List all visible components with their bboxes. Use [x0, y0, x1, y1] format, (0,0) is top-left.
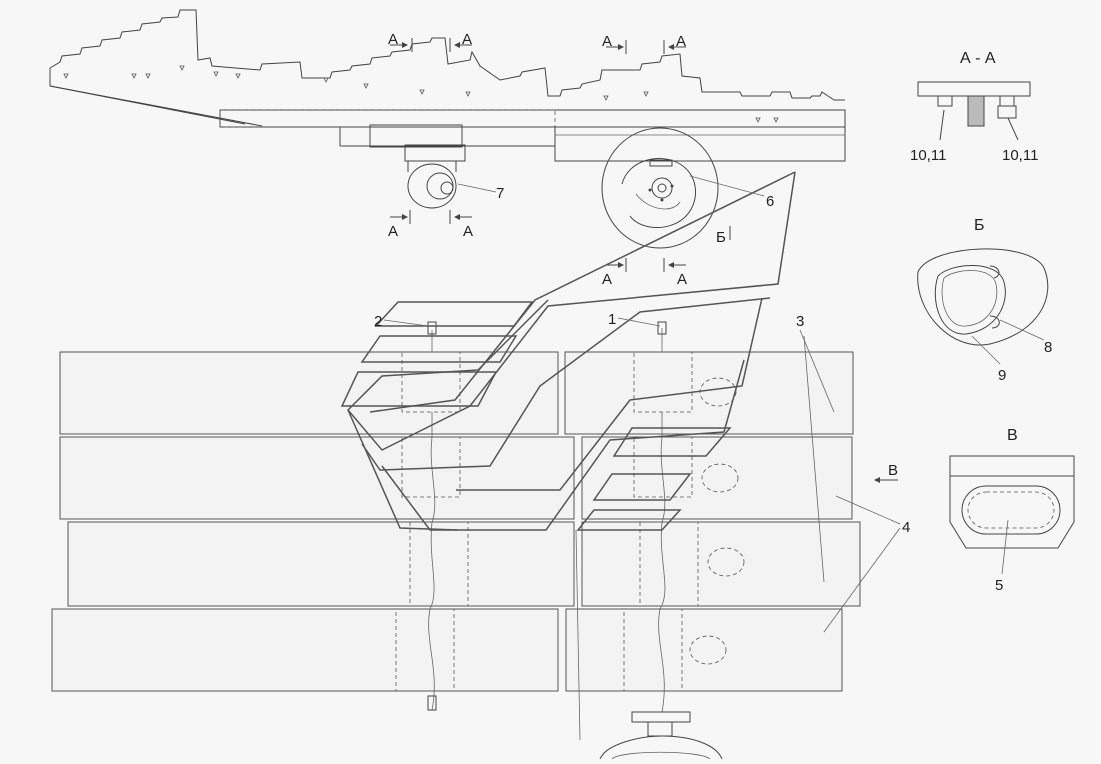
callout-label: 4	[902, 519, 910, 536]
callout-label: 6	[766, 193, 774, 210]
callout-label: 2	[374, 313, 382, 330]
section-mark-a: А	[463, 223, 473, 240]
section-mark-b: Б	[716, 229, 726, 246]
callout-label: 10,11	[910, 147, 946, 164]
callout-label: 1	[608, 311, 616, 328]
section-mark-a: А	[677, 271, 687, 288]
section-mark-a: А	[602, 33, 612, 50]
conveyor-slats	[51, 351, 861, 692]
detail-view-b: Б 8 9	[917, 217, 1052, 384]
section-mark-a: А	[462, 31, 472, 48]
detail-view-v: В 5	[949, 427, 1075, 594]
callout-label: 10,11	[1002, 147, 1038, 164]
callout-label: 9	[998, 367, 1006, 384]
view-title-a-a: А - А	[960, 50, 996, 67]
section-mark-a: А	[676, 33, 686, 50]
section-mark-v: В	[888, 462, 898, 479]
section-mark-a: А	[602, 271, 612, 288]
view-title-v: В	[1007, 427, 1018, 444]
view-arrow-v: В	[874, 462, 898, 483]
drive-chain	[340, 171, 796, 741]
cutter-bar-side-view	[49, 9, 846, 249]
callout-label: 5	[995, 577, 1003, 594]
callout-label: 7	[496, 185, 504, 202]
section-arrows-a: А А А А А А А А Б	[388, 31, 731, 288]
section-view-a-a: А - А 10,11 10,11	[910, 50, 1038, 164]
knife-bolt-holes	[63, 65, 779, 123]
callouts: 2 1 3 4 7 6	[374, 175, 910, 633]
bottom-pulley	[599, 711, 723, 760]
view-title-b: Б	[974, 217, 985, 234]
callout-label: 3	[796, 313, 804, 330]
section-mark-a: А	[388, 223, 398, 240]
section-mark-a: А	[388, 31, 398, 48]
callout-label: 8	[1044, 339, 1052, 356]
